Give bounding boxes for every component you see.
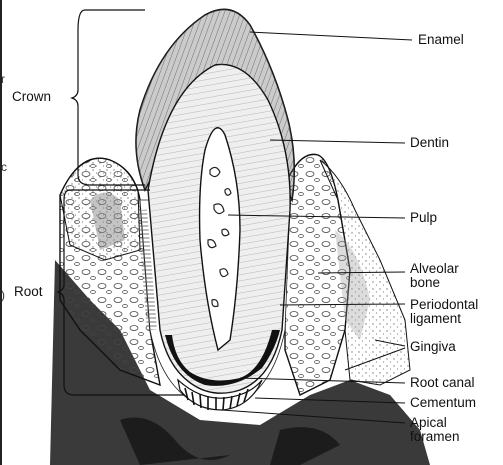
pulp-label: Pulp [410,211,437,225]
gingiva-label: Gingiva [410,340,456,354]
crown-label: Crown [12,90,51,104]
edge-fragment-r: r [1,72,5,86]
left-figure-edge [0,0,2,465]
dentin-label: Dentin [410,136,449,150]
crown-bracket [72,10,145,185]
root-label: Root [14,285,43,299]
enamel-label: Enamel [418,33,464,47]
periodontal-ligament-label: Periodontal ligament [410,298,478,326]
edge-fragment-paren: ) [1,288,5,302]
cementum-label: Cementum [410,396,476,410]
apical-foramen-label: Apical foramen [410,416,460,444]
edge-fragment-c: c [1,160,7,174]
enamel-leader [250,32,412,40]
root-canal-label: Root canal [410,376,475,390]
alveolar-bone-label: Alveolar bone [410,262,459,290]
